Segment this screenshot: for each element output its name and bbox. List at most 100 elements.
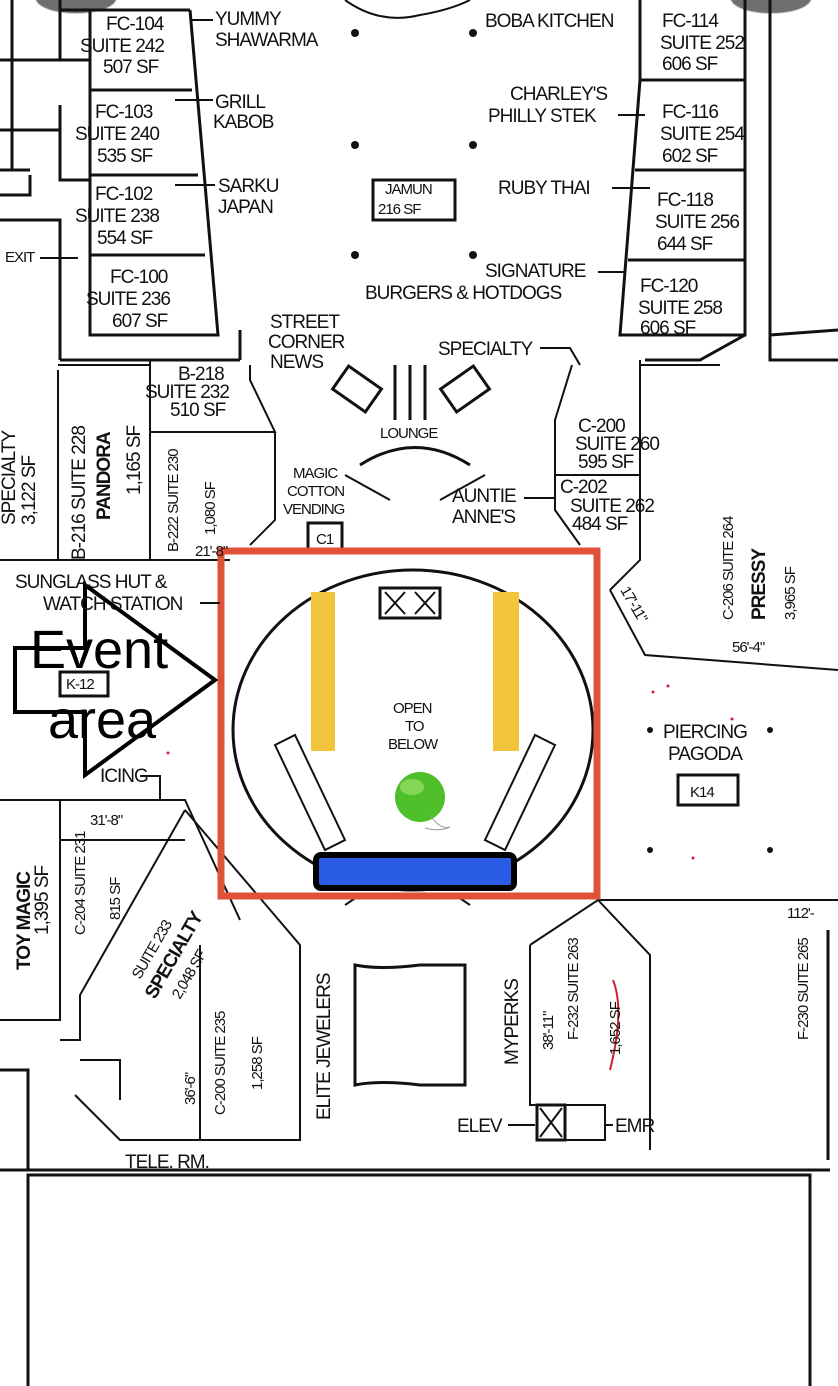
map-label: PIERCING: [663, 722, 747, 743]
map-label: WATCH STATION: [43, 594, 183, 615]
map-label: B-218: [178, 364, 224, 385]
map-label: JAPAN: [218, 197, 273, 218]
map-label: C-202: [560, 477, 607, 498]
map-label: YUMMY: [215, 9, 282, 30]
event-label: Event: [30, 620, 168, 680]
escalator-left: [273, 733, 347, 852]
map-label: AUNTIE: [452, 486, 516, 507]
map-label: TO: [405, 718, 424, 735]
map-label: PRESSY: [749, 548, 770, 620]
map-label: COTTON: [287, 483, 344, 500]
b-shops: B-218 SUITE 232 510 SF B-216 SUITE 228 P…: [0, 364, 230, 800]
map-label: MYPERKS: [502, 979, 523, 1065]
map-label: CHARLEY'S: [510, 84, 607, 105]
map-label: 1,395 SF: [32, 866, 53, 935]
red-marks: [166, 684, 734, 1071]
map-label: 510 SF: [170, 400, 226, 421]
map-label: SUITE 242: [80, 36, 164, 57]
map-label: 31'-8": [90, 812, 123, 829]
map-label: BOBA KITCHEN: [485, 11, 614, 32]
map-label: PAGODA: [668, 744, 743, 765]
map-label: SUITE 232: [145, 382, 229, 403]
map-label: FC-102: [95, 184, 153, 205]
map-label: 535 SF: [97, 146, 153, 167]
map-label: K14: [690, 784, 714, 801]
escalator-right: [483, 733, 557, 852]
map-label: ANNE'S: [452, 507, 515, 528]
map-label: SIGNATURE: [485, 261, 586, 282]
map-label: TELE. RM.: [125, 1152, 209, 1173]
map-label: ICING: [100, 766, 148, 787]
stage[interactable]: [313, 852, 517, 891]
map-label: BURGERS & HOTDOGS: [365, 283, 562, 304]
map-label: STREET: [270, 312, 340, 333]
map-label: K-12: [66, 676, 94, 693]
map-label: SHAWARMA: [215, 30, 319, 51]
table-left: [311, 592, 335, 751]
map-label: 1,080 SF: [202, 481, 219, 535]
map-label: FC-118: [657, 190, 713, 211]
map-label: B-216 SUITE 228: [69, 426, 90, 560]
green-yo-yo-icon: [395, 772, 451, 831]
map-label: SUITE 240: [75, 124, 159, 145]
map-label: 3,965 SF: [782, 566, 799, 620]
map-label: PANDORA: [94, 431, 115, 520]
map-label: MAGIC: [293, 465, 338, 482]
map-label: FC-100: [110, 267, 168, 288]
map-label: 1,165 SF: [124, 426, 145, 495]
map-label: SUITE 260: [575, 434, 659, 455]
map-label: 216 SF: [378, 201, 421, 218]
food-court-left: FC-104 SUITE 242 507 SF FC-103 SUITE 240…: [5, 9, 320, 332]
map-label: 112'-: [787, 905, 815, 922]
map-label: SUITE 258: [638, 298, 722, 319]
map-label: FC-114: [662, 11, 719, 32]
map-label: 815 SF: [107, 877, 124, 920]
map-label: SUNGLASS HUT &: [15, 572, 168, 593]
map-label: F-232 SUITE 263: [565, 938, 582, 1040]
map-label: EXIT: [5, 249, 35, 266]
map-label: FC-104: [106, 14, 165, 35]
map-label: 602 SF: [662, 146, 718, 167]
map-label: 21'-8": [195, 543, 228, 560]
map-label: NEWS: [270, 352, 323, 373]
map-label: 595 SF: [578, 452, 634, 473]
map-label: FC-120: [640, 276, 698, 297]
map-label: ELITE JEWELERS: [314, 973, 335, 1120]
map-label: 56'-4": [732, 639, 765, 656]
map-label: 606 SF: [662, 54, 718, 75]
table-right: [493, 592, 519, 751]
map-label: JAMUN: [385, 181, 432, 198]
map-label: 17'-11": [617, 584, 651, 626]
map-label: 484 SF: [572, 514, 628, 535]
event-area-highlight: [217, 547, 601, 900]
area-label: area: [48, 690, 157, 750]
map-label: BELOW: [388, 736, 439, 753]
map-label: SUITE 236: [86, 289, 170, 310]
map-label: SUITE 262: [570, 496, 654, 517]
map-label: PHILLY STEK: [488, 106, 597, 127]
map-label: LOUNGE: [380, 425, 438, 442]
map-label: RUBY THAI: [498, 178, 590, 199]
map-label: FC-116: [662, 102, 718, 123]
map-label: FC-103: [95, 102, 153, 123]
map-label: 1,258 SF: [249, 1036, 266, 1090]
map-label: 1,652 SF: [607, 1001, 624, 1055]
map-label: C-204 SUITE 231: [72, 831, 89, 935]
map-label: CORNER: [268, 332, 345, 353]
map-label: F-230 SUITE 265: [795, 938, 812, 1040]
map-label: SUITE 252: [660, 33, 744, 54]
map-label: SPECIALTY: [438, 339, 533, 360]
event-arrow-icon: [13, 581, 219, 779]
map-label: SUITE 238: [75, 206, 159, 227]
map-label: VENDING: [283, 501, 345, 518]
map-label: 606 SF: [640, 318, 696, 339]
map-label: 644 SF: [657, 234, 713, 255]
column-dots: [351, 29, 773, 853]
map-label: ELEV: [457, 1116, 503, 1137]
map-label: 554 SF: [97, 228, 153, 249]
c-shops-right: C-200 SUITE 260 595 SF C-202 SUITE 262 4…: [560, 416, 799, 801]
map-label: 36'-6": [182, 1072, 199, 1105]
map-label: 38'-11": [540, 1011, 557, 1050]
